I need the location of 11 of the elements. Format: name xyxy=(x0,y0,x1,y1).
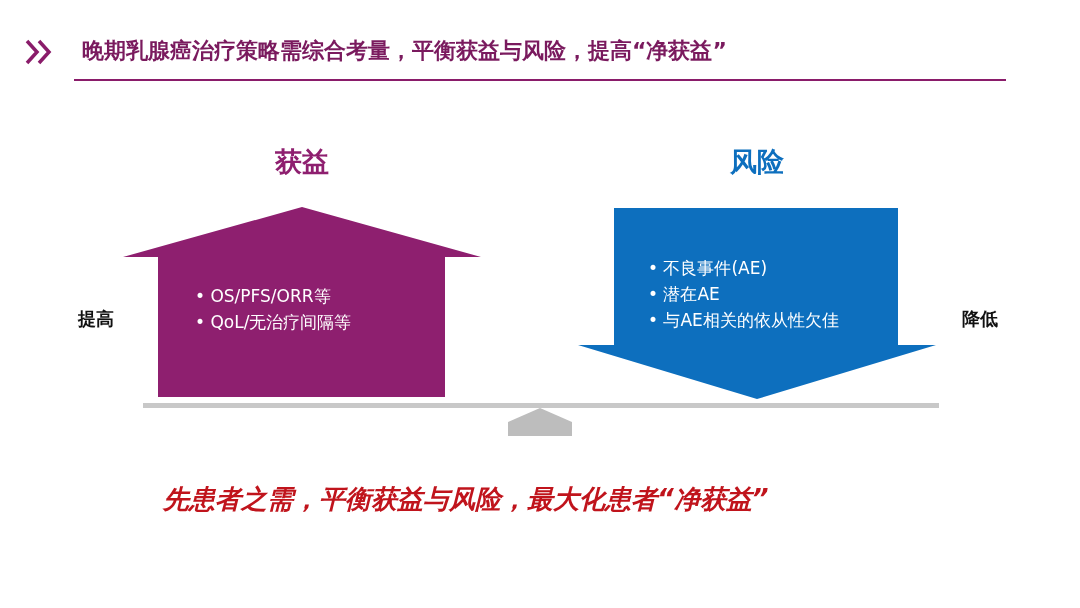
arrow-heading: 风险 xyxy=(729,145,785,179)
side-label: 提高 xyxy=(78,307,114,331)
bullet-item: • 不良事件(AE) xyxy=(648,257,769,280)
slogan-text: 先患者之需，平衡获益与风险，最大化患者“净获益” xyxy=(163,483,769,516)
bullet-item: • QoL/无治疗间隔等 xyxy=(195,311,352,334)
bullet-item: • 潜在AE xyxy=(648,283,721,306)
arrow-heading: 获益 xyxy=(274,145,330,179)
slide-title: 晚期乳腺癌治疗策略需综合考量，平衡获益与风险，提高“净获益” xyxy=(82,37,727,65)
side-label: 降低 xyxy=(962,307,998,331)
bullet-item: • 与AE相关的依从性欠佳 xyxy=(648,309,839,332)
bullet-item: • OS/PFS/ORR等 xyxy=(195,285,332,308)
